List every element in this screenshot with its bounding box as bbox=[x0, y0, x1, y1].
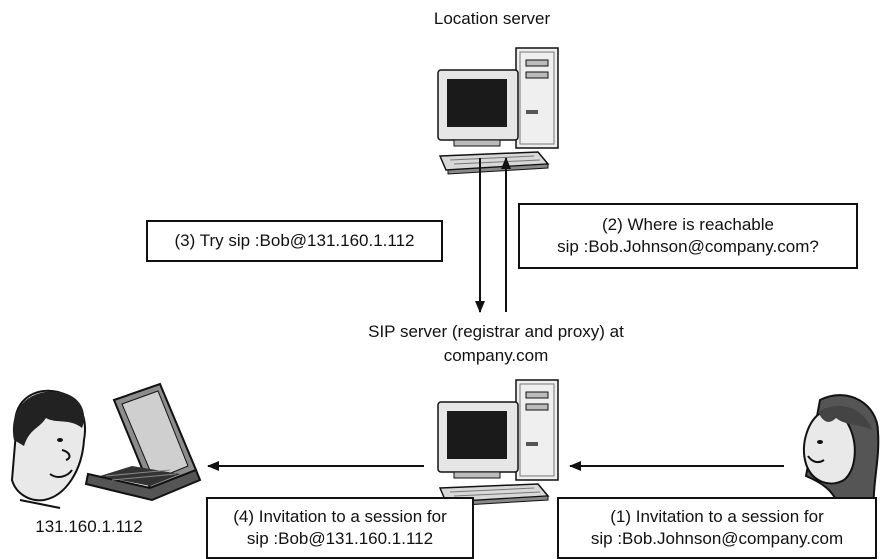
woman-face-icon bbox=[803, 394, 880, 513]
location-server-computer-icon bbox=[437, 47, 559, 175]
man-face-icon bbox=[10, 389, 86, 509]
message-box-step4: (4) Invitation to a session for sip :Bob… bbox=[206, 497, 474, 559]
step1-text-line1: (1) Invitation to a session for bbox=[610, 507, 824, 526]
sip-server-computer-icon bbox=[437, 379, 559, 507]
step3-text: (3) Try sip :Bob@131.160.1.112 bbox=[174, 231, 415, 250]
step4-text-line1: (4) Invitation to a session for bbox=[233, 507, 447, 526]
step2-text-line1: (2) Where is reachable bbox=[602, 215, 774, 234]
message-box-step1: (1) Invitation to a session for sip :Bob… bbox=[557, 497, 877, 559]
location-server-label: Location server bbox=[433, 9, 551, 28]
message-box-step2: (2) Where is reachable sip :Bob.Johnson@… bbox=[518, 203, 858, 269]
step4-text-line2: sip :Bob@131.160.1.112 bbox=[246, 529, 434, 548]
sip-server-label-line1: SIP server (registrar and proxy) at bbox=[368, 322, 624, 341]
sip-server-label-line2: company.com bbox=[443, 346, 549, 365]
laptop-icon bbox=[84, 382, 202, 502]
step1-text-line2: sip :Bob.Johnson@company.com bbox=[590, 529, 844, 548]
bob-address-label: 131.160.1.112 bbox=[35, 517, 143, 536]
step2-text-line2: sip :Bob.Johnson@company.com? bbox=[557, 237, 819, 256]
message-box-step3: (3) Try sip :Bob@131.160.1.112 bbox=[146, 220, 443, 262]
